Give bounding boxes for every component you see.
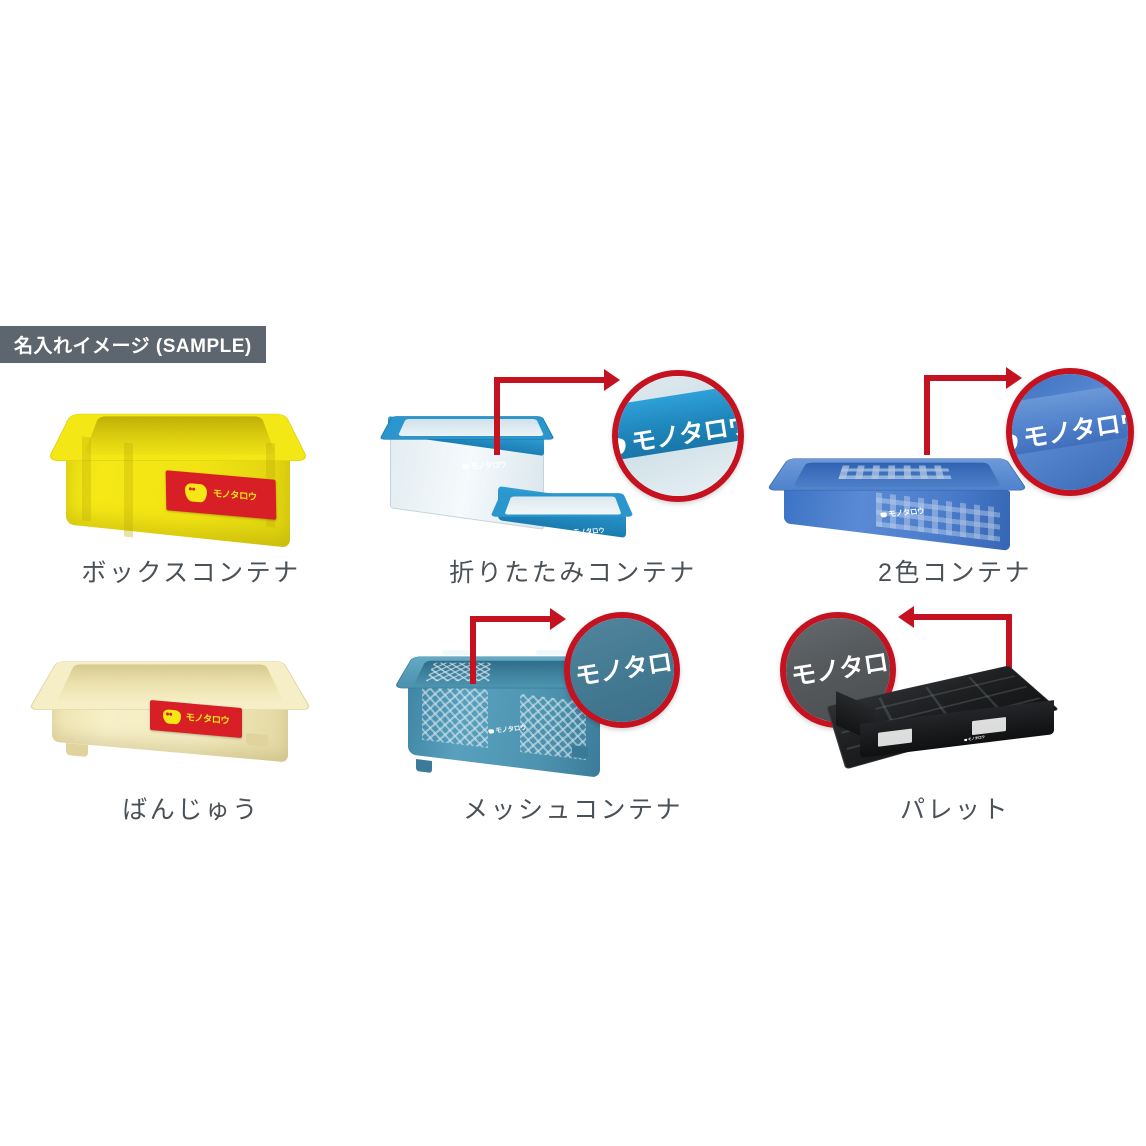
arrow-stem-horizontal	[914, 614, 1012, 620]
monotaro-logo-on-container: モノタロウ	[487, 723, 528, 735]
tray-foot	[66, 743, 88, 757]
tray-interior	[55, 664, 285, 703]
arrow-stem-vertical	[470, 616, 476, 684]
container-foot	[416, 759, 432, 773]
container-interior	[792, 462, 1002, 488]
arrow-head-icon	[604, 369, 620, 391]
monotaro-logo-text: モノタロウ	[469, 460, 508, 471]
product-illustration-banju-tray: モノタロウ	[0, 600, 382, 795]
callout-background	[570, 618, 674, 722]
monotaro-logo-text: モノタロウ	[185, 712, 230, 727]
product-illustration-box-container: モノタロウ	[0, 363, 382, 558]
container-rib	[82, 436, 91, 522]
product-illustration-two-color-container: モノタロウ モノタロウ	[764, 363, 1146, 558]
product-cell-folding-container: モノタロウ モノタロウ	[379, 363, 764, 603]
monotaro-smile-icon	[786, 670, 787, 690]
monotaro-smile-icon	[1012, 432, 1019, 452]
monotaro-smile-icon	[162, 709, 182, 725]
monotaro-smile-icon	[879, 512, 888, 518]
product-cell-box-container: モノタロウ ボックスコンテナ	[0, 363, 382, 603]
product-illustration-mesh-container: モノタロウ モノタロウ	[382, 600, 764, 795]
monotaro-logo-magnified: モノタロウ	[570, 644, 674, 691]
arrow-head-icon	[550, 608, 566, 630]
monotaro-logo-magnified: モノタロウ	[1012, 406, 1128, 453]
banju-tray-graphic: モノタロウ	[28, 638, 312, 773]
monotaro-smile-icon	[963, 738, 968, 742]
box-container-graphic: モノタロウ	[46, 391, 310, 548]
callout-arrow-mesh-container	[470, 608, 580, 684]
monotaro-logo-text: モノタロウ	[494, 723, 528, 735]
monotaro-logo-on-folded-container: モノタロウ	[565, 526, 606, 537]
section-header-banner: 名入れイメージ (SAMPLE)	[0, 326, 266, 363]
monotaro-smile-icon	[461, 464, 470, 470]
callout-arrow-pallet	[898, 606, 1018, 700]
arrow-stem-vertical	[494, 377, 500, 455]
container-rib	[124, 442, 133, 538]
monotaro-logo-text: モノタロウ	[212, 488, 257, 503]
two-color-container-graphic: モノタロウ	[766, 443, 1028, 553]
folded-container-panel	[504, 496, 622, 515]
folded-flat-container: モノタロウ	[490, 486, 634, 541]
monotaro-smile-icon	[618, 436, 627, 456]
pallet-fork-opening	[878, 728, 912, 747]
arrow-stem-horizontal	[470, 616, 552, 622]
banner-label: 名入れイメージ (SAMPLE)	[14, 336, 252, 357]
product-caption-box-container: ボックスコンテナ	[81, 559, 301, 587]
monotaro-smile-icon	[565, 530, 573, 535]
product-cell-two-color-container: モノタロウ モノタロウ 2色コンテナ	[764, 363, 1146, 603]
product-cell-pallet: モノタロウ	[764, 600, 1146, 840]
mesh-pattern	[422, 681, 488, 749]
product-illustration-pallet: モノタロウ	[764, 600, 1146, 795]
tray-foot	[246, 733, 268, 747]
monotaro-smile-icon	[487, 728, 495, 734]
monotaro-logo-text: モノタロウ	[887, 506, 926, 519]
container-handle-slot	[441, 650, 473, 655]
product-caption-folding-container: 折りたたみコンテナ	[449, 559, 697, 587]
arrow-head-icon	[898, 606, 914, 628]
monotaro-logo-text: モノタロウ	[572, 526, 606, 536]
product-illustration-folding-container: モノタロウ モノタロウ	[379, 363, 764, 558]
product-cell-mesh-container: モノタロウ モノタロウ メッシュコンテナ	[382, 600, 764, 840]
monotaro-logo-on-container: モノタロウ	[879, 506, 926, 519]
magnifier-callout-mesh-container: モノタロウ	[564, 612, 680, 728]
product-caption-pallet: パレット	[899, 796, 1010, 824]
monotaro-smile-icon	[185, 482, 208, 504]
pallet-fork-opening	[972, 716, 1006, 736]
ventilation-slots	[838, 465, 952, 479]
magnifier-callout-two-color-container: モノタロウ	[1006, 368, 1134, 496]
product-caption-mesh-container: メッシュコンテナ	[462, 796, 683, 824]
monotaro-logo-on-pallet: モノタロウ	[963, 735, 985, 742]
callout-arrow-folding-container	[494, 369, 634, 455]
product-caption-two-color-container: 2色コンテナ	[878, 559, 1032, 587]
product-cell-banju-tray: モノタロウ ばんじゅう	[0, 600, 382, 840]
container-interior	[84, 416, 276, 455]
monotaro-logo-magnified: モノタロウ	[786, 644, 890, 691]
arrow-stem-horizontal	[924, 375, 1008, 381]
arrow-stem-vertical	[924, 375, 930, 455]
product-caption-banju-tray: ばんじゅう	[122, 796, 260, 824]
product-grid: モノタロウ ボックスコンテナ モノタロウ	[0, 363, 1146, 843]
monotaro-logo-magnified: モノタロウ	[618, 410, 738, 457]
container-foot	[572, 745, 588, 759]
arrow-stem-horizontal	[494, 377, 606, 383]
magnifier-callout-folding-container: モノタロウ	[612, 370, 744, 502]
arrow-stem-vertical	[1006, 614, 1012, 700]
